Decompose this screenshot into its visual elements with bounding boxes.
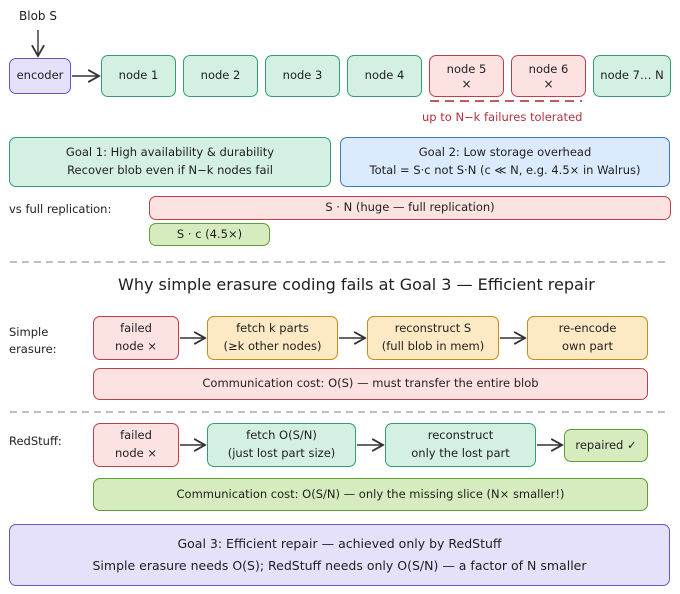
node-box-2: node 2 [183, 55, 258, 97]
fetch-title: fetch O(S/N) [246, 428, 317, 443]
simple-cost-text: Communication cost: O(S) — must transfer… [202, 376, 539, 391]
blob-label: Blob S [19, 9, 57, 23]
erasure-coding-bar: S · c (4.5×) [149, 223, 270, 246]
failures-note: up to N−k failures tolerated [422, 110, 583, 124]
section-title: Why simple erasure coding fails at Goal … [118, 275, 595, 294]
redstuff-reconstruct-box: reconstruct only the lost part [385, 423, 536, 467]
reconstruct-subtitle: only the lost part [411, 446, 510, 460]
simple-reencode-box: re-encode own part [527, 316, 648, 360]
node-label: node 7… N [600, 68, 664, 83]
redstuff-fetch-box: fetch O(S/N) (just lost part size) [207, 423, 356, 467]
full-replication-bar: S · N (huge — full replication) [149, 196, 671, 220]
simple-erasure-label: Simple erasure: [9, 324, 57, 359]
goal-1-title: Goal 1: High availability & durability [65, 145, 275, 160]
node-label: node 3 [282, 68, 323, 83]
simple-reconstruct-box: reconstruct S (full blob in mem) [367, 316, 499, 360]
node-label: node 2 [200, 68, 241, 83]
fetch-subtitle: (just lost part size) [227, 446, 336, 460]
reconstruct-subtitle: (full blob in mem) [381, 339, 485, 353]
encoder-label: encoder [16, 68, 64, 83]
conclusion-title: Goal 3: Efficient repair — achieved only… [177, 536, 502, 552]
reconstruct-title: reconstruct S [394, 321, 472, 336]
erasure-coding-text: S · c (4.5×) [176, 226, 243, 241]
node-label: node 1 [118, 68, 159, 83]
reencode-title: re-encode [558, 321, 617, 336]
node-box-3: node 3 [265, 55, 340, 97]
reconstruct-title: reconstruct [427, 428, 494, 443]
fetch-subtitle: (≥k other nodes) [223, 339, 322, 353]
repaired-label: repaired ✓ [575, 437, 637, 452]
failed-cross-icon: × [461, 77, 472, 92]
full-replication-text: S · N (huge — full replication) [325, 200, 495, 215]
redstuff-cost-box: Communication cost: O(S/N) — only the mi… [93, 478, 648, 511]
encoder-box: encoder [9, 58, 71, 94]
failed-label: failed [120, 321, 152, 336]
goal-2-subtitle: Total = S·c not S·N (c ≪ N, e.g. 4.5× in… [369, 163, 641, 177]
node-box-6-failed: node 6 × [511, 55, 586, 97]
node-label: node 6 [528, 61, 569, 76]
comparison-label: vs full replication: [9, 202, 112, 216]
conclusion-box: Goal 3: Efficient repair — achieved only… [9, 524, 670, 586]
goal-2-box: Goal 2: Low storage overhead Total = S·c… [340, 137, 670, 187]
failed-node-cross: node × [115, 339, 157, 353]
goal-1-box: Goal 1: High availability & durability R… [9, 137, 331, 187]
redstuff-label: RedStuff: [9, 434, 62, 448]
failed-label: failed [120, 428, 152, 443]
fetch-title: fetch k parts [236, 321, 309, 336]
failed-cross-icon: × [543, 77, 554, 92]
node-box-7-n: node 7… N [593, 55, 671, 97]
node-box-5-failed: node 5 × [429, 55, 504, 97]
node-label: node 5 [446, 61, 487, 76]
simple-cost-box: Communication cost: O(S) — must transfer… [93, 368, 648, 400]
goal-2-title: Goal 2: Low storage overhead [418, 145, 592, 160]
conclusion-subtitle: Simple erasure needs O(S); RedStuff need… [92, 558, 587, 573]
simple-label-line2: erasure: [9, 342, 57, 357]
redstuff-cost-text: Communication cost: O(S/N) — only the mi… [176, 486, 565, 501]
simple-fetch-box: fetch k parts (≥k other nodes) [207, 316, 338, 360]
simple-label-line1: Simple [9, 325, 49, 339]
redstuff-repaired-box: repaired ✓ [564, 429, 648, 462]
redstuff-failed-node: failed node × [93, 423, 179, 467]
reencode-subtitle: own part [562, 339, 613, 353]
node-box-4: node 4 [347, 55, 422, 97]
node-box-1: node 1 [101, 55, 176, 97]
simple-failed-node: failed node × [93, 316, 179, 360]
goal-1-subtitle: Recover blob even if N−k nodes fail [67, 163, 273, 177]
failed-node-cross: node × [115, 446, 157, 460]
node-label: node 4 [364, 68, 405, 83]
